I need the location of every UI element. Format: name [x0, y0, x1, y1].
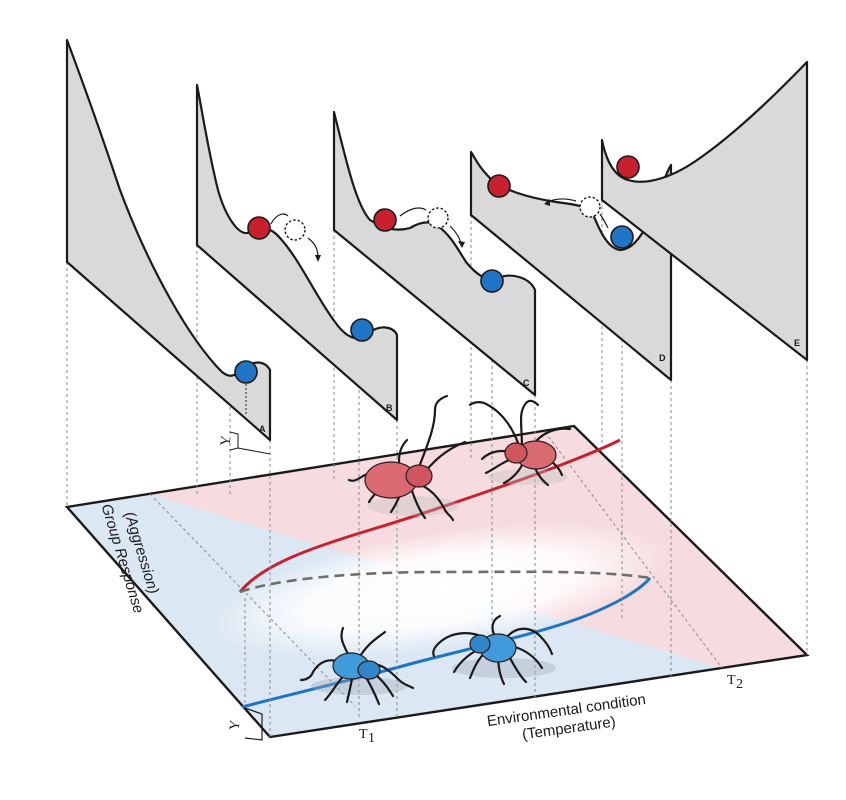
svg-text:1: 1	[368, 731, 375, 746]
ball-aggressive-d	[487, 174, 511, 198]
svg-text:2: 2	[736, 677, 743, 692]
tick-t2: T 2	[727, 673, 743, 692]
spider-icon	[299, 626, 415, 706]
spider-icon	[347, 394, 467, 522]
unstable-region-glow	[212, 522, 668, 658]
landscape-panel-e: E	[600, 60, 809, 362]
panel-label-c: C	[523, 378, 530, 388]
ball-aggressive-c	[373, 208, 397, 232]
landscape-panel-c: C	[332, 110, 537, 397]
ball-aggressive-e	[616, 155, 640, 179]
spider-icon	[468, 399, 572, 487]
panel-label-e: E	[794, 338, 800, 348]
ball-docile-b	[350, 318, 374, 342]
landscape-panel-a: A Y	[65, 38, 272, 455]
ball-docile-a	[234, 360, 258, 384]
ball-transition-d	[579, 196, 601, 218]
svg-text:T: T	[727, 673, 736, 688]
threshold-line-right	[544, 431, 723, 669]
aggressive-branch-curve	[238, 438, 621, 593]
panel-label-a: A	[259, 424, 266, 434]
gamma-bracket: Y	[227, 707, 263, 741]
spider-icon	[432, 614, 556, 686]
panel-label-b: B	[386, 403, 393, 413]
unstable-branch-curve	[239, 570, 651, 594]
svg-text:T: T	[359, 727, 368, 742]
gamma-symbol: Y	[227, 719, 243, 731]
ball-aggressive-b	[247, 216, 271, 240]
ball-transition-c	[427, 207, 449, 229]
threshold-line-left	[149, 493, 356, 707]
ball-docile-c	[480, 269, 504, 293]
landscape-panel-b: B	[195, 83, 399, 422]
ball-transition-b	[284, 219, 306, 241]
ball-docile-d	[610, 225, 634, 249]
floor-plane	[64, 424, 810, 739]
gamma-symbol-small: Y	[219, 435, 235, 447]
panel-label-d: D	[659, 353, 666, 363]
tick-t1: T 1	[359, 727, 375, 746]
